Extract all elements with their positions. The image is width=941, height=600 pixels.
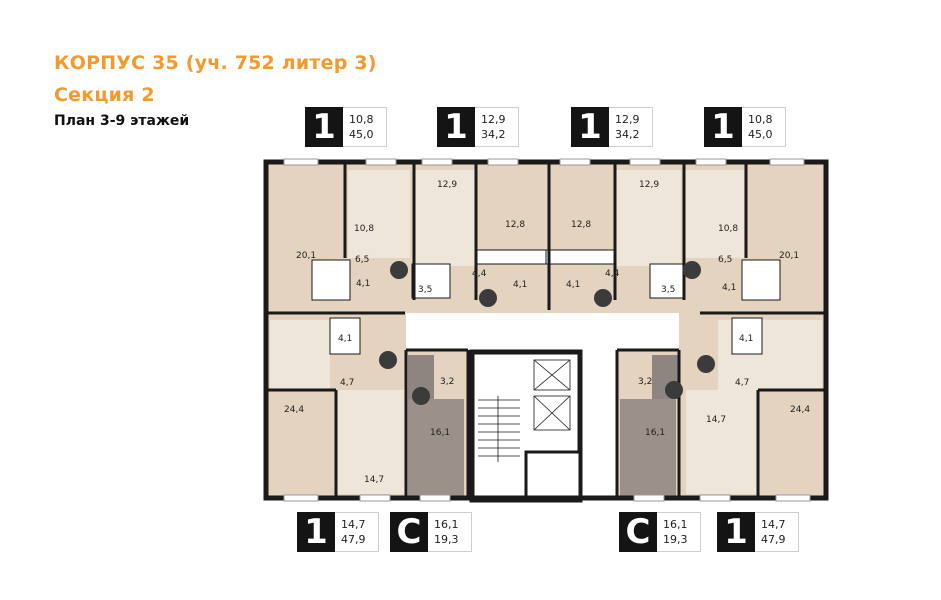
room-area: 24,4: [284, 405, 304, 415]
total-area: 19,3: [663, 533, 688, 546]
room-area: 16,1: [430, 428, 450, 438]
room-area: 3,5: [418, 285, 432, 295]
room-area: 4,7: [340, 378, 354, 388]
living-area: 10,8: [748, 113, 773, 126]
room-area: 10,8: [718, 224, 738, 234]
room-area: 12,9: [639, 180, 659, 190]
building-title: КОРПУС 35 (уч. 752 литер 3): [54, 52, 377, 74]
room-area: 4,1: [356, 279, 370, 289]
bathroom-fill: [620, 399, 676, 497]
room-area: 3,2: [440, 377, 454, 387]
living-area: 16,1: [434, 518, 459, 531]
apartment-tag-top-2[interactable]: 1 12,9 34,2: [437, 107, 519, 147]
total-area: 45,0: [748, 128, 773, 141]
room-area: 14,7: [706, 415, 726, 425]
apartment-tag-top-4[interactable]: 1 10,8 45,0: [704, 107, 786, 147]
bathroom-fill: [408, 399, 464, 497]
room-area: 14,7: [364, 475, 384, 485]
living-area: 14,7: [761, 518, 786, 531]
total-area: 34,2: [481, 128, 506, 141]
apartment-tag-bottom-2[interactable]: С 16,1 19,3: [390, 512, 472, 552]
room-area: 20,1: [779, 251, 799, 261]
plan-subtitle: План 3-9 этажей: [54, 113, 190, 129]
room-area: 3,2: [638, 377, 652, 387]
living-area: 12,9: [615, 113, 640, 126]
room-area: 12,8: [571, 220, 591, 230]
apartment-tag-bottom-3[interactable]: С 16,1 19,3: [619, 512, 701, 552]
total-area: 47,9: [341, 533, 366, 546]
room-area: 12,9: [437, 180, 457, 190]
total-area: 19,3: [434, 533, 459, 546]
apartment-type: 1: [717, 512, 755, 552]
living-area: 12,9: [481, 113, 506, 126]
room-area: 16,1: [645, 428, 665, 438]
room-area: 10,8: [354, 224, 374, 234]
apartment-tag-top-3[interactable]: 1 12,9 34,2: [571, 107, 653, 147]
living-area: 10,8: [349, 113, 374, 126]
room-area: 4,1: [513, 280, 527, 290]
apartment-type: 1: [305, 107, 343, 147]
room-area: 4,7: [735, 378, 749, 388]
apartment-tag-bottom-1[interactable]: 1 14,7 47,9: [297, 512, 379, 552]
total-area: 45,0: [349, 128, 374, 141]
room-area: 4,4: [472, 269, 487, 279]
room-area: 3,5: [661, 285, 675, 295]
room-area: 24,4: [790, 405, 810, 415]
room-area: 4,1: [566, 280, 580, 290]
total-area: 34,2: [615, 128, 640, 141]
room-area: 6,5: [355, 255, 369, 265]
room-area: 4,4: [605, 269, 620, 279]
living-area: 16,1: [663, 518, 688, 531]
apartment-type: 1: [297, 512, 335, 552]
room-area: 20,1: [296, 251, 316, 261]
apartment-type: 1: [571, 107, 609, 147]
total-area: 47,9: [761, 533, 786, 546]
room-area: 4,1: [739, 334, 753, 344]
apartment-type: С: [390, 512, 428, 552]
room-area: 4,1: [722, 283, 736, 293]
section-title: Секция 2: [54, 84, 155, 106]
apartment-tag-top-1[interactable]: 1 10,8 45,0: [305, 107, 387, 147]
room-area: 12,8: [505, 220, 525, 230]
apartment-type: 1: [704, 107, 742, 147]
room-area: 4,1: [338, 334, 352, 344]
living-area: 14,7: [341, 518, 366, 531]
apartment-type: 1: [437, 107, 475, 147]
apartment-type: С: [619, 512, 657, 552]
room-area: 6,5: [718, 255, 732, 265]
apartment-tag-bottom-4[interactable]: 1 14,7 47,9: [717, 512, 799, 552]
